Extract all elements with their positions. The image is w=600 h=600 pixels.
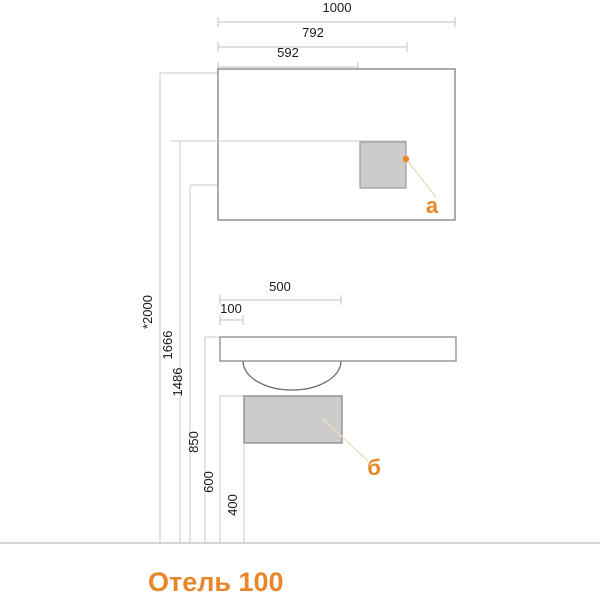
dimension-1000: 1000 [217,0,456,27]
washbasin-arc [242,360,342,391]
countertop-outline [219,336,457,362]
vertical-label-1486: 1486 [170,368,185,397]
vertical-label-850: 850 [186,431,201,453]
bottom-view-geometry [219,336,457,444]
vertical-dimension-group: *2000 1666 1486 850 600 400 [140,73,245,543]
cabinet-module-b [243,395,343,444]
dimension-500: 500 [219,279,342,305]
dimension-label-1000: 1000 [323,0,352,15]
vertical-label-400: 400 [225,494,240,516]
dimension-792: 792 [217,25,408,52]
callout-a-label: a [426,193,439,218]
vertical-dimension-1486: 1486 [170,185,191,543]
bottom-view-dimension-group: 500 100 [219,279,342,325]
callout-b-leader [321,417,369,462]
product-title: Отель 100 [148,567,284,597]
dimension-label-592: 592 [277,45,299,60]
top-view-dimension-group: 1000 792 592 [217,0,456,72]
vertical-label-1666: 1666 [160,331,175,360]
vertical-dimension-2000: *2000 [140,73,161,543]
vertical-dimension-600: 600 [201,396,221,543]
callout-a-group: a [402,155,439,218]
vertical-dimension-1666: 1666 [160,141,181,543]
cabinet-outline-top [217,68,456,221]
dimension-label-500: 500 [269,279,291,294]
callout-a-leader [405,158,437,198]
vertical-dimension-850: 850 [186,337,206,543]
dimension-592: 592 [217,45,359,72]
callout-b-group: б [321,417,381,480]
dimension-label-100: 100 [220,301,242,316]
dimension-100: 100 [219,301,244,325]
vertical-label-2000: *2000 [140,295,155,329]
top-view-geometry [170,68,456,221]
drawer-module-a [359,141,407,189]
callout-b-label: б [367,455,381,480]
vertical-label-600: 600 [201,471,216,493]
dimension-label-792: 792 [302,25,324,40]
callout-a-dot [402,155,410,163]
vertical-dimension-400: 400 [225,443,245,543]
